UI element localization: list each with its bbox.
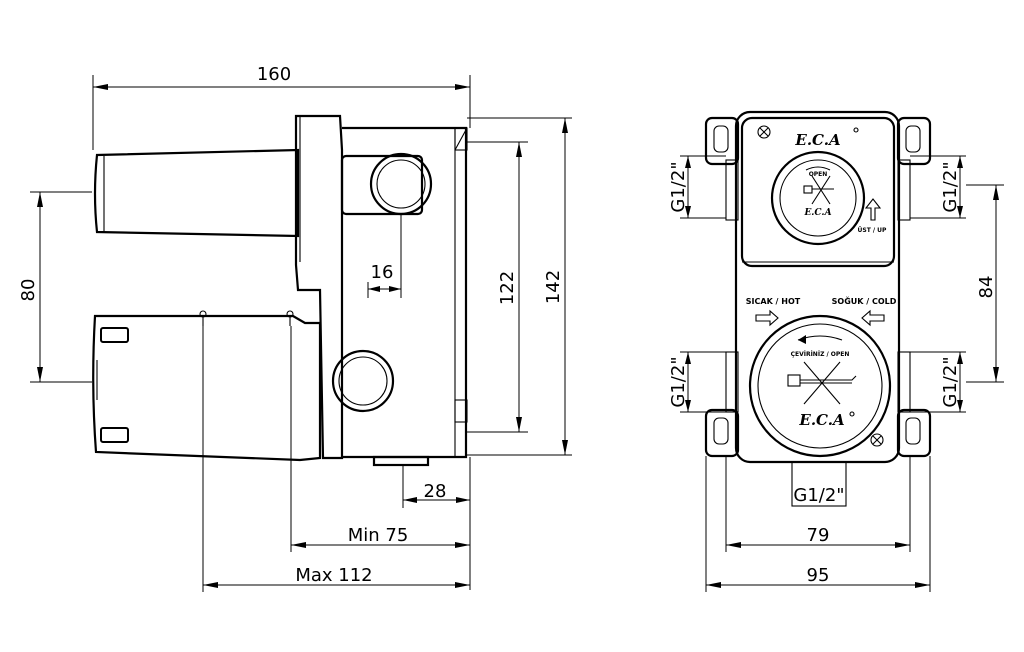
logo-small-top: E.C.A [803,208,831,218]
screw-top-left [757,125,771,139]
cold-arrow-icon [861,309,885,327]
port-bottom-left-label: G1/2" [668,356,689,407]
up-label: ÜST / UP [858,227,888,234]
side-view: 160 80 16 122 142 28 [18,64,572,592]
turn-open-label: ÇEVİRİNİZ / OPEN [791,351,850,358]
port-bottom-right-label: G1/2" [940,356,961,407]
logo-top: E.C.A [794,131,840,149]
dim-142: 142 [543,270,564,304]
port-top-left-label: G1/2" [668,161,689,212]
dim-160: 160 [257,64,291,85]
valve-body [294,114,344,460]
screw-bottom-right [870,433,884,447]
valve-body-front [734,110,901,464]
dim-79: 79 [807,525,830,546]
open-label: OPEN [809,171,828,178]
dim-122: 122 [497,271,518,305]
port-top-right-label: G1/2" [940,161,961,212]
port-bottom-label: G1/2" [793,485,844,506]
hot-arrow-icon [755,309,779,327]
dim-max-112: Max 112 [295,565,372,586]
logo-small-bottom: E.C.A [798,411,844,429]
upper-plate [740,116,896,268]
lower-cartridge [92,314,322,462]
dim-80: 80 [18,279,39,302]
hot-label: SICAK / HOT [746,297,801,306]
dim-16: 16 [371,262,394,283]
front-view: E.C.A OPEN E.C.A ÜST / UP SICAK / HOT SO… [668,110,1004,592]
dim-95: 95 [807,565,830,586]
up-arrow-icon [864,198,882,221]
dim-min-75: Min 75 [348,525,409,546]
bottom-connector [331,349,395,413]
upper-handle [93,148,300,238]
upper-dial [770,150,866,246]
lower-dial [748,314,892,458]
dim-28: 28 [424,481,447,502]
dim-84: 84 [976,276,997,299]
cold-label: SOĞUK / COLD [832,295,897,306]
